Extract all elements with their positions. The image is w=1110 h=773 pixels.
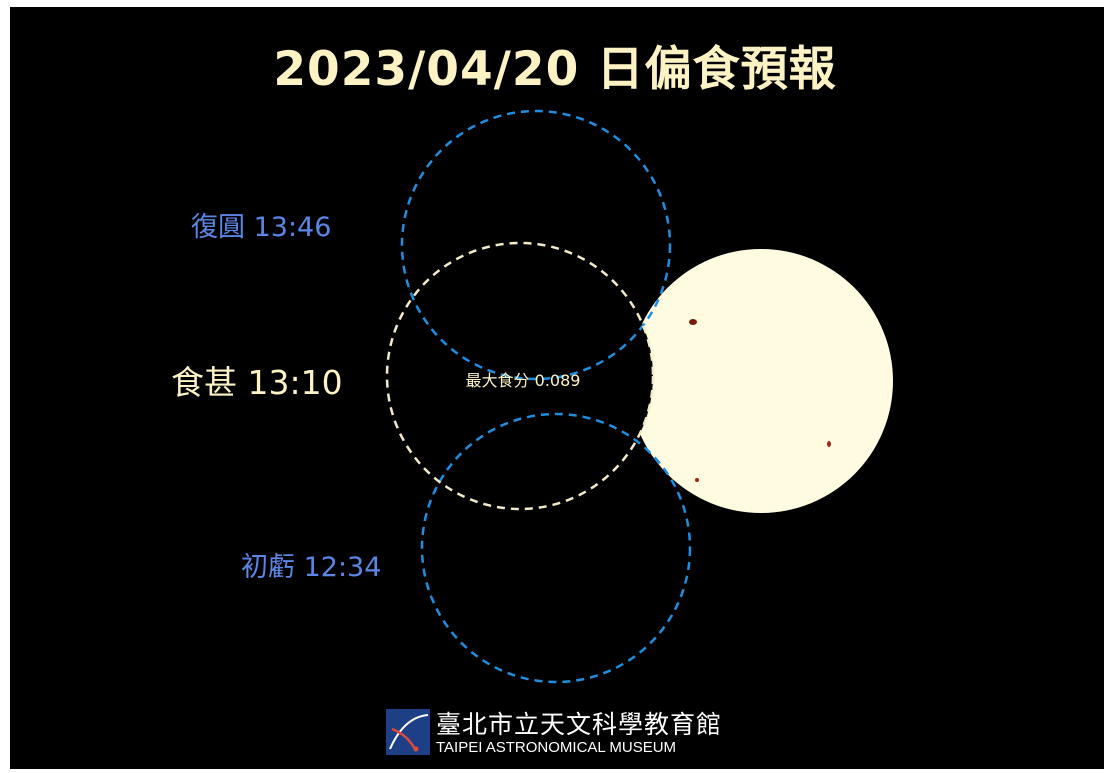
sun-disc xyxy=(629,249,893,513)
moon-position-first-contact xyxy=(420,412,692,684)
poster-background xyxy=(10,7,1104,769)
maximum-eclipse-label: 食甚 13:10 xyxy=(171,356,343,404)
first-contact-label: 初虧 12:34 xyxy=(241,545,381,584)
museum-footer: 臺北市立天文科學教育館 TAIPEI ASTRONOMICAL MUSEUM xyxy=(386,705,736,760)
museum-name-zh: 臺北市立天文科學教育館 xyxy=(436,710,723,739)
last-contact-time: 13:46 xyxy=(253,212,332,243)
sunspots xyxy=(689,319,831,482)
last-contact-label: 復圓 13:46 xyxy=(191,205,331,244)
first-contact-time: 12:34 xyxy=(303,552,382,583)
sunspot xyxy=(827,441,831,447)
max-magnitude-value: 0.089 xyxy=(534,371,581,390)
max-magnitude-text: 最大食分 xyxy=(465,371,530,390)
sunspot xyxy=(695,478,699,482)
page-title: 2023/04/20 日偏食預報 xyxy=(273,42,837,97)
max-magnitude-label: 最大食分 0.089 xyxy=(438,367,608,391)
sunspot xyxy=(689,319,697,325)
last-contact-name: 復圓 xyxy=(191,212,245,243)
first-contact-name: 初虧 xyxy=(241,552,295,583)
museum-logo-icon xyxy=(386,709,430,755)
moon-position-maximum xyxy=(385,241,655,511)
maximum-eclipse-name: 食甚 xyxy=(171,363,237,402)
museum-name-en: TAIPEI ASTRONOMICAL MUSEUM xyxy=(436,739,677,756)
moon-position-last-contact xyxy=(400,109,672,381)
maximum-eclipse-time: 13:10 xyxy=(247,363,343,402)
